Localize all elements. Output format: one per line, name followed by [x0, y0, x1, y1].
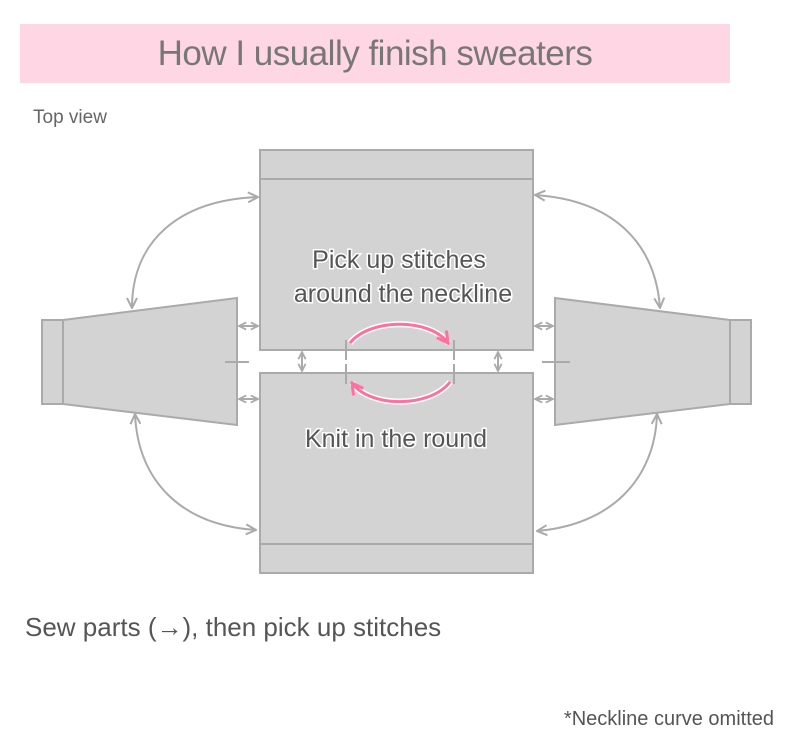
caption: Sew parts (→), then pick up stitches	[25, 612, 442, 642]
seam-arrow-left-sleeve-bottom	[135, 414, 256, 530]
left-sleeve-cuff	[41, 319, 64, 405]
seam-arrow-right-sleeve-top	[535, 195, 660, 308]
back-label-line1: Pick up stitches	[312, 246, 486, 274]
footnote: *Neckline curve omitted	[563, 708, 774, 730]
pink-arrow-bottom	[352, 382, 452, 404]
front-piece: Knit in the round	[259, 372, 534, 574]
page-title: How I usually finish sweaters	[157, 33, 593, 73]
knit-in-round-arrows	[347, 321, 453, 405]
left-sleeve-body	[62, 296, 238, 427]
right-sleeve	[542, 296, 752, 427]
right-sleeve-cuff	[729, 319, 752, 405]
back-label-line2: around the neckline	[294, 280, 512, 308]
back-body	[259, 149, 534, 351]
pink-arrow-top	[348, 322, 448, 343]
right-sleeve-body	[554, 296, 731, 427]
left-sleeve	[41, 296, 249, 427]
back-piece: Pick up stitches around the neckline	[259, 149, 534, 351]
view-label: Top view	[33, 107, 107, 128]
front-label: Knit in the round	[305, 425, 487, 453]
title-banner: How I usually finish sweaters	[20, 24, 730, 83]
seam-arrow-right-sleeve-bottom	[537, 414, 657, 531]
seam-arrow-left-sleeve-top	[132, 197, 258, 308]
front-body	[259, 372, 534, 574]
